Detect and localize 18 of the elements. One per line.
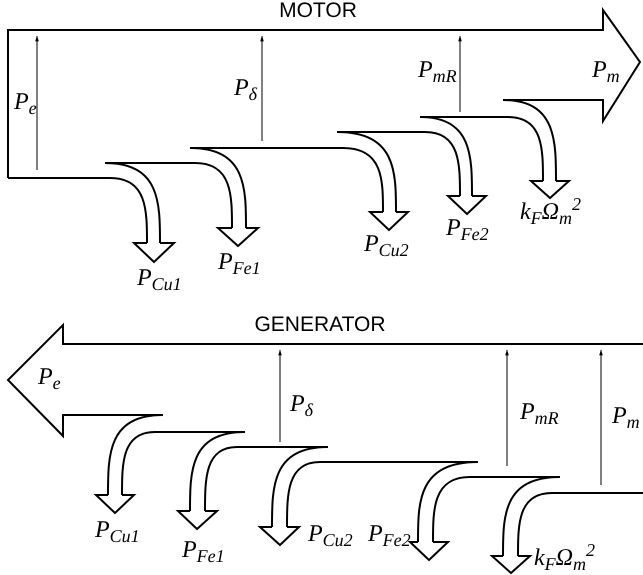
power-symbol: P$_{e}$ (38, 365, 61, 389)
power-symbol: P$_{Fe1}$ (218, 250, 261, 274)
power-symbol: P$_{Cu1}$ (137, 266, 182, 290)
power-symbol: P$_{e}$ (14, 90, 37, 114)
diagram-heading: MOTOR (279, 0, 357, 21)
power-symbol: P$_{δ}$ (290, 392, 314, 416)
power-symbol: P$_{m}$ (612, 404, 640, 428)
power-symbol: P$_{Fe2}$ (368, 522, 411, 546)
power-symbol: P$_{δ}$ (234, 76, 258, 100)
power-symbol: P$_{Fe1}$ (182, 538, 225, 562)
diagram-heading: GENERATOR (254, 314, 386, 335)
power-symbol: P$_{Cu2}$ (308, 522, 353, 546)
power-symbol: P$_{mR}$ (418, 58, 457, 82)
power-symbol: P$_{m}$ (592, 58, 620, 82)
power-symbol: P$_{Cu1}$ (95, 518, 140, 542)
power-symbol: P$_{Fe2}$ (446, 216, 489, 240)
power-symbol: P$_{Cu2}$ (364, 232, 409, 256)
power-symbol: P$_{mR}$ (520, 400, 559, 424)
